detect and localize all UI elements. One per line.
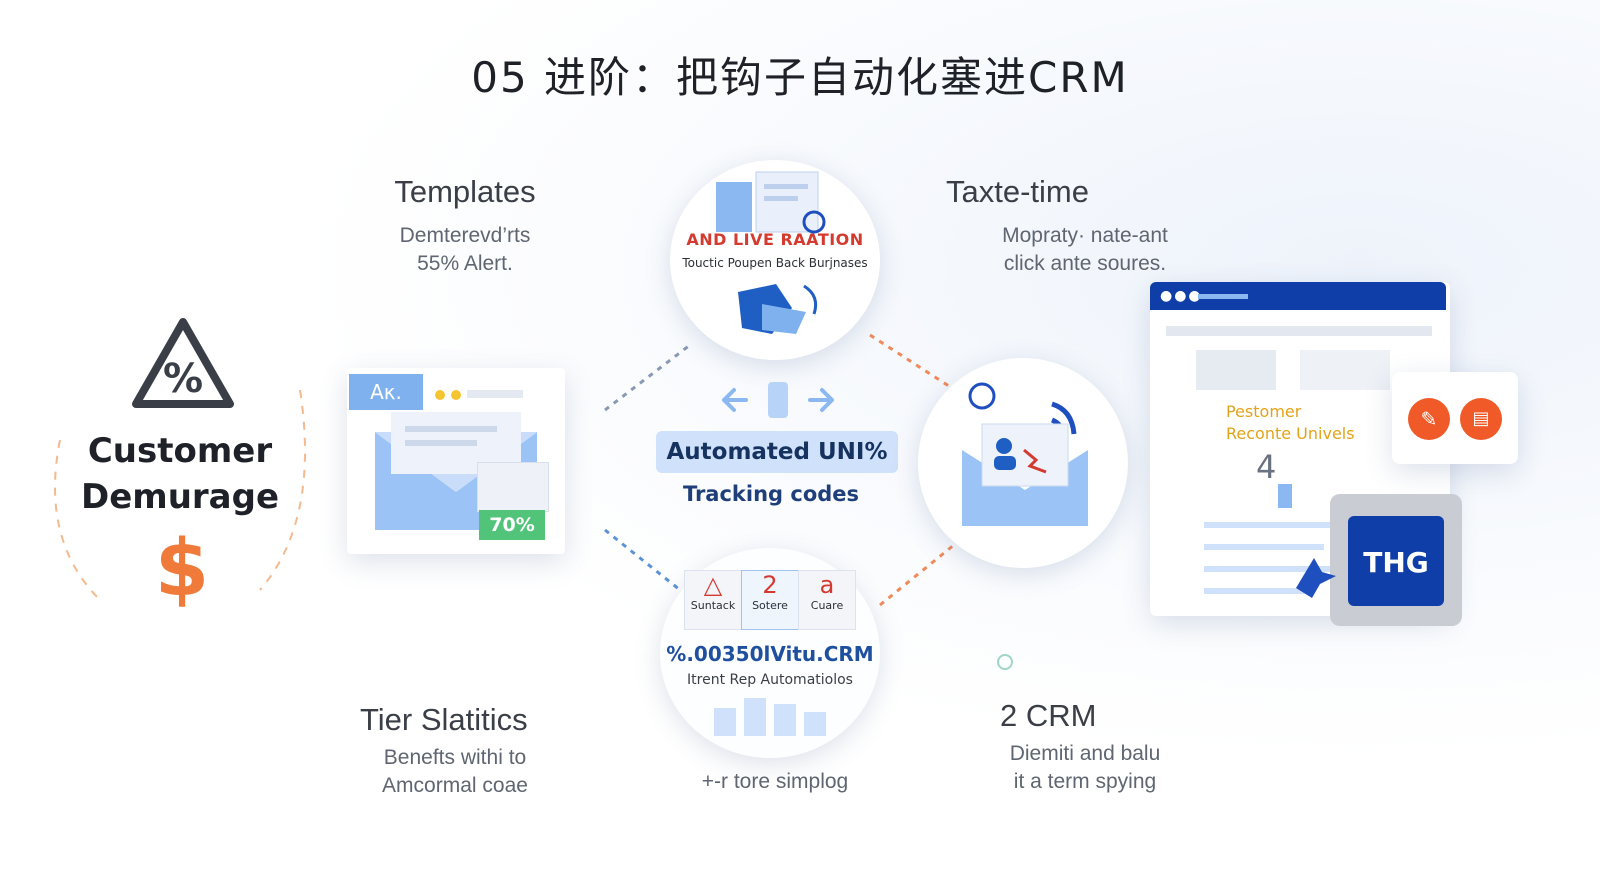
titlebar-line	[1198, 294, 1248, 299]
customer-line2: Demurage	[80, 477, 280, 517]
customer-label: Customer Demurage	[60, 428, 300, 520]
chip-row: △ Suntack 2 Sotere a Cuare	[684, 570, 856, 630]
live-ration-headline: AND LIVE RAATION	[686, 230, 864, 249]
chip-1-glyph: △	[703, 571, 723, 599]
crm-number: 4	[1256, 448, 1277, 486]
crm2-line1: Diemiti and balu	[1009, 742, 1161, 765]
yellow-dots	[435, 390, 445, 400]
tracking-sub: Itrent Rep Automatiolos	[687, 672, 853, 688]
page-title: 05 进阶：把钩子自动化塞进CRM	[471, 53, 1129, 102]
taxte-heading: Taxte-time	[946, 174, 1089, 209]
envelope-signal-icon	[962, 382, 1088, 526]
buildings-icon	[714, 698, 826, 736]
taxte-line2: click ante soures.	[1003, 252, 1167, 275]
customer-line1: Customer	[87, 431, 273, 471]
text-line	[467, 390, 523, 398]
chat-badge-frame: THG	[1330, 494, 1462, 626]
tracking-code: %.00350lVitu.CRM	[666, 642, 874, 666]
tier-desc: Benefts withi to Amcormal coae	[350, 744, 560, 800]
live-ration-circle: AND LIVE RAATION Touctic Poupen Back Bur…	[670, 160, 880, 360]
chip-3-glyph: a	[819, 571, 835, 599]
svg-text:%: %	[163, 356, 203, 402]
email-template-card: Aκ. 70%	[347, 368, 565, 554]
edit-button[interactable]: ✎	[1408, 398, 1450, 440]
chip-1-label: Suntack	[690, 599, 736, 612]
percent-badge: 70%	[479, 510, 545, 540]
crm-line2: Reconte Univels	[1226, 424, 1355, 443]
chip-1: △ Suntack	[684, 570, 742, 630]
percent-warning-icon: %	[132, 318, 234, 408]
card-button[interactable]: ▤	[1460, 398, 1502, 440]
crm2-line2: it a term spying	[1013, 770, 1157, 793]
taxte-line1: Mopraty· nate-ant	[1002, 224, 1168, 247]
crm-bar	[1278, 484, 1292, 508]
bottom-caption: +-r tore simplog	[701, 770, 849, 793]
chat-bubble: THG	[1348, 516, 1444, 606]
pen-icon: ✎	[1420, 407, 1438, 431]
list-line-4	[1204, 588, 1314, 594]
taxte-desc: Mopraty· nate-ant click ante soures.	[985, 222, 1185, 278]
templates-heading: Templates	[394, 174, 536, 209]
chip-3-label: Cuare	[810, 599, 844, 612]
dollar-icon: $	[154, 524, 210, 614]
doc-snippet	[477, 462, 549, 512]
chip-2: 2 Sotere	[741, 570, 799, 630]
yellow-dot-2	[451, 390, 461, 400]
chip-3: a Cuare	[798, 570, 856, 630]
automated-pill: Automated UNI%	[656, 431, 898, 473]
template-tag: Aκ.	[349, 374, 423, 410]
crm-line1: Pestomer	[1226, 402, 1302, 421]
tier-heading: Tier Slatitics	[360, 702, 528, 737]
flow-arrows-icon	[722, 382, 834, 418]
chip-2-glyph: 2	[762, 571, 778, 599]
card-icon: ▤	[1472, 408, 1490, 429]
list-line-1	[1204, 522, 1334, 528]
pointer-hand-icon	[1296, 558, 1336, 598]
tier-line1: Benefts withi to	[383, 746, 527, 769]
window-dots-icon: ●●●	[1160, 288, 1203, 304]
crm2-heading: 2 CRM	[1000, 698, 1097, 733]
action-card: ✎ ▤	[1392, 372, 1518, 464]
list-line-3	[1204, 566, 1334, 572]
tracking-codes-label: Tracking codes	[682, 482, 860, 506]
crm-block-2	[1300, 350, 1390, 390]
chip-2-label: Sotere	[752, 599, 788, 612]
crm2-desc: Diemiti and balu it a term spying	[985, 740, 1185, 796]
crm-toolbar	[1166, 326, 1432, 336]
documents-icon	[716, 171, 826, 234]
message-circle	[918, 358, 1128, 568]
crm-list	[1184, 518, 1334, 598]
crm-titlebar: ●●●	[1150, 282, 1446, 310]
tracking-circle: △ Suntack 2 Sotere a Cuare %.00350lVitu.…	[660, 548, 880, 758]
hand-megaphone-icon	[738, 284, 818, 334]
templates-line2: 55% Alert.	[417, 252, 513, 275]
list-line-2	[1204, 544, 1324, 550]
templates-line1: Demterevd’rts	[399, 224, 531, 247]
templates-desc: Demterevd’rts 55% Alert.	[360, 222, 570, 278]
live-ration-sub: Touctic Poupen Back Burjnases	[682, 256, 868, 270]
tier-line2: Amcormal coae	[382, 774, 528, 797]
chat-badge-text: THG	[1363, 546, 1429, 579]
crm-image-block	[1196, 350, 1276, 390]
